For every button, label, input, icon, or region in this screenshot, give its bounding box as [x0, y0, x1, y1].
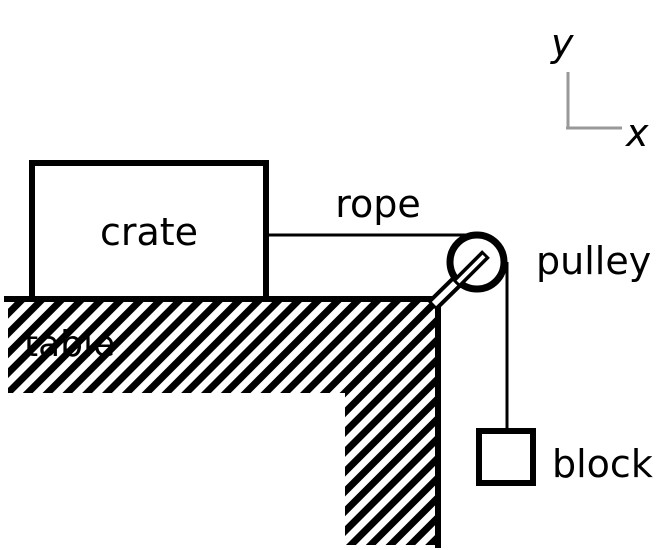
crate-label: crate: [100, 210, 198, 254]
coordinate-axes: y x: [550, 21, 649, 155]
crate: crate: [29, 160, 269, 302]
rope-label: rope: [335, 182, 421, 226]
x-axis-label: x: [625, 111, 649, 155]
block-label: block: [552, 442, 653, 486]
hanging-block: block: [476, 428, 653, 486]
pulley-axle-bar-inner: [456, 254, 486, 284]
y-axis-label: y: [550, 21, 574, 65]
table: table: [4, 296, 441, 548]
pulley-label: pulley: [536, 239, 651, 283]
crate-box: [29, 160, 269, 302]
table-label: table: [24, 324, 115, 365]
table-hatched-region: [8, 300, 438, 545]
block-box: [476, 428, 536, 486]
pulley: pulley: [446, 231, 651, 293]
